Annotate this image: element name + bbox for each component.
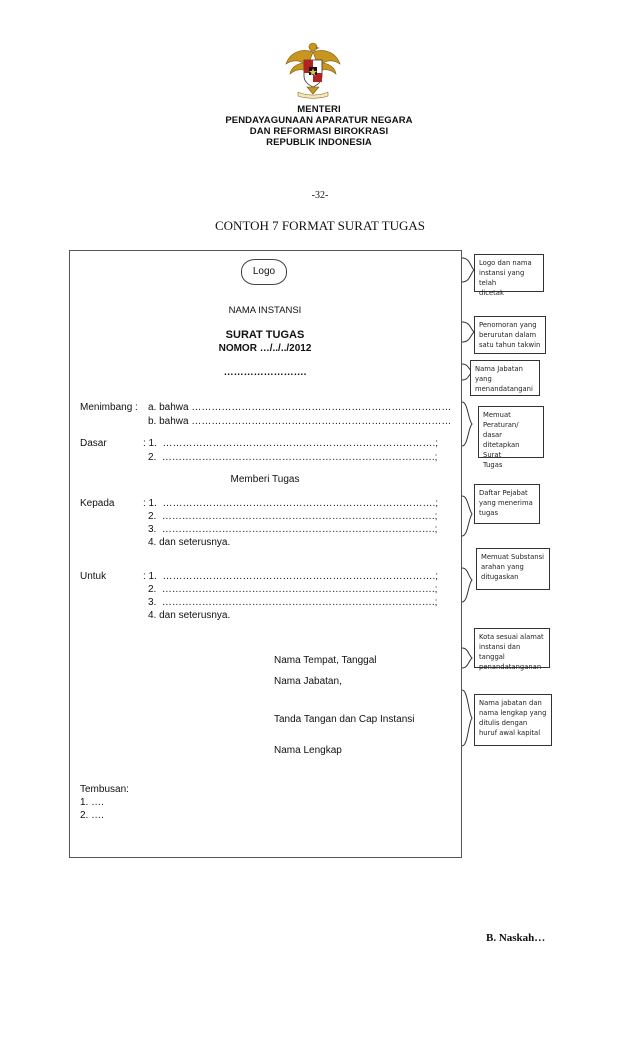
header-country: REPUBLIK INDONESIA — [266, 137, 372, 148]
signer-title: Nama Jabatan, — [274, 676, 342, 687]
menimbang-b: b. bahwa …………………………………………………………………… — [148, 416, 452, 427]
tembusan-label: Tembusan: — [80, 784, 129, 795]
menimbang-a: a. bahwa …………………………………………………………………… — [148, 402, 452, 413]
kepada-item-2: 2. ……………………………………………………………………….; — [148, 511, 438, 522]
header-menteri: MENTERI — [297, 104, 341, 115]
next-section-footer: B. Naskah… — [486, 932, 546, 944]
letter-template-frame — [69, 250, 462, 858]
untuk-label: Untuk — [80, 571, 107, 582]
signature-stamp: Tanda Tangan dan Cap Instansi — [274, 714, 415, 725]
logo-placeholder: Logo — [241, 259, 287, 285]
menimbang-label: Menimbang : — [80, 402, 138, 413]
signer-name: Nama Lengkap — [274, 745, 342, 756]
header-ministry-sub: DAN REFORMASI BIROKRASI — [249, 126, 389, 137]
kepada-item-3: 3. ……………………………………………………………………….; — [148, 524, 438, 535]
dasar-label: Dasar — [80, 438, 107, 449]
signer-position-placeholder: ……………………. — [223, 367, 307, 378]
instansi-name: NAMA INSTANSI — [228, 305, 302, 316]
kepada-item-4: 4. dan seterusnya. — [148, 537, 231, 548]
page-number: -32- — [311, 190, 329, 201]
annotation-brackets — [461, 257, 475, 747]
memberi-tugas-heading: Memberi Tugas — [230, 474, 300, 485]
untuk-item-2: 2. ……………………………………………………………………….; — [148, 584, 438, 595]
dasar-item-1: : 1. ……………………………………………………………………….; — [143, 438, 439, 449]
tembusan-item-1: 1. …. — [80, 797, 104, 808]
tembusan-item-2: 2. …. — [80, 810, 104, 821]
nomor-line: NOMOR …/../../2012 — [218, 343, 312, 354]
kepada-label: Kepada — [80, 498, 115, 509]
surat-tugas-title: SURAT TUGAS — [225, 329, 305, 341]
untuk-item-1: : 1. ……………………………………………………………………….; — [143, 571, 439, 582]
header-ministry: PENDAYAGUNAAN APARATUR NEGARA — [225, 115, 413, 126]
untuk-item-3: 3. ……………………………………………………………………….; — [148, 597, 438, 608]
kepada-item-1: : 1. ……………………………………………………………………….; — [143, 498, 439, 509]
place-date: Nama Tempat, Tanggal — [274, 655, 377, 666]
dasar-item-2: 2. ……………………………………………………………………….; — [148, 452, 438, 463]
garuda-emblem-icon — [282, 38, 344, 100]
document-title: CONTOH 7 FORMAT SURAT TUGAS — [215, 218, 425, 233]
untuk-item-4: 4. dan seterusnya. — [148, 610, 231, 621]
